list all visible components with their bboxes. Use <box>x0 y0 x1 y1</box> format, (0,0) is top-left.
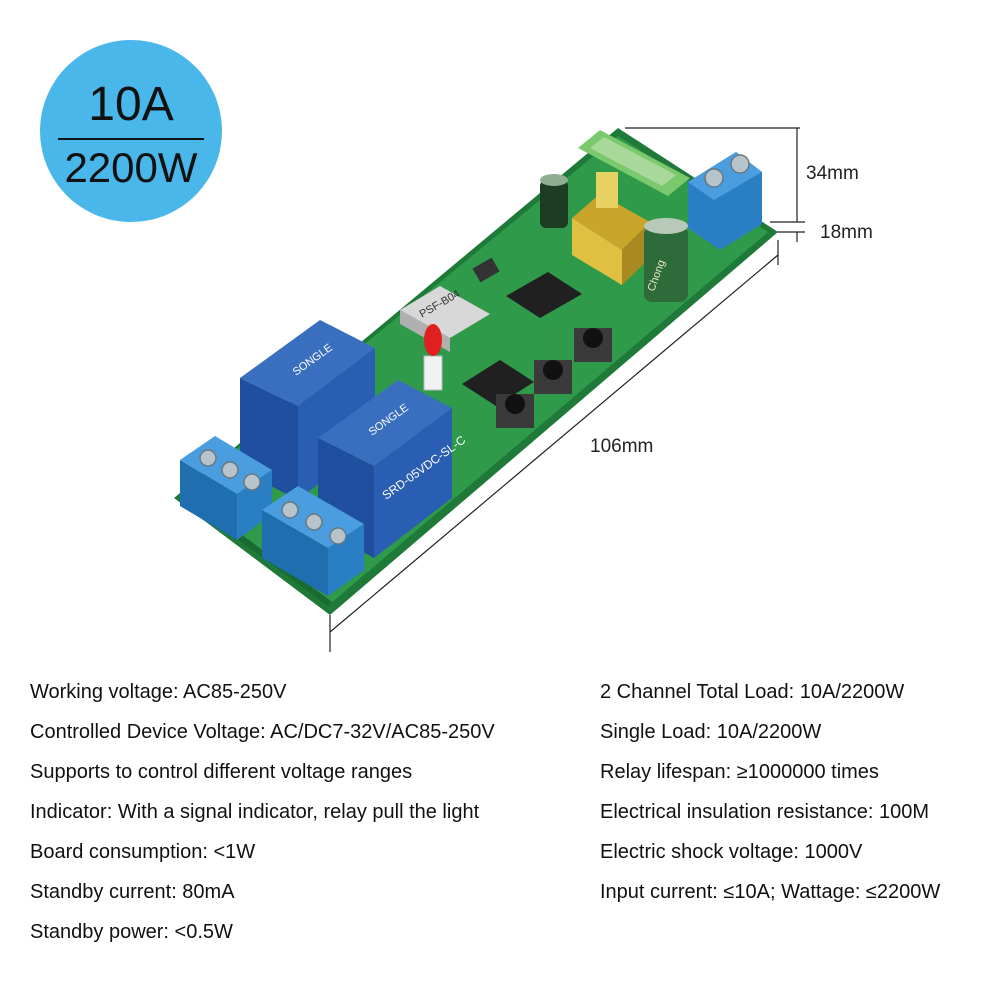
badge-divider <box>58 138 204 140</box>
spec-board-consumption: Board consumption: <1W <box>30 841 256 863</box>
spec-relay-lifespan: Relay lifespan: ≥1000000 times <box>600 761 879 783</box>
output-terminal-1 <box>180 436 272 540</box>
spec-indicator: Indicator: With a signal indicator, rela… <box>30 801 480 823</box>
antenna-module <box>578 130 690 196</box>
indicator-led <box>423 324 443 391</box>
spec-insulation-resistance: Electrical insulation resistance: 100M <box>600 801 930 823</box>
rating-badge: 10A 2200W <box>40 40 222 222</box>
transformer <box>572 172 650 285</box>
push-buttons <box>496 328 612 428</box>
spec-shock-voltage: Electric shock voltage: 1000V <box>600 841 863 863</box>
spec-input-current: Input current: ≤10A; Wattage: ≤2200W <box>600 881 941 903</box>
spec-voltage-ranges: Supports to control different voltage ra… <box>30 761 413 783</box>
spec-working-voltage: Working voltage: AC85-250V <box>30 681 287 703</box>
spec-standby-power: Standby power: <0.5W <box>30 921 233 943</box>
relay-board-illustration: Chong PSF-B04 SONGLE <box>174 127 805 652</box>
ic-chips <box>462 257 582 406</box>
specs-left-column: Working voltage: AC85-250V Controlled De… <box>30 672 495 952</box>
spec-controlled-voltage: Controlled Device Voltage: AC/DC7-32V/AC… <box>30 721 495 743</box>
spec-standby-current: Standby current: 80mA <box>30 881 235 903</box>
badge-power: 2200W <box>64 144 198 191</box>
dimension-length: 106mm <box>590 436 654 457</box>
spec-total-load: 2 Channel Total Load: 10A/2200W <box>600 681 905 703</box>
capacitors: Chong <box>540 174 688 302</box>
dimension-total-height: 34mm <box>806 163 859 184</box>
specs-right-column: 2 Channel Total Load: 10A/2200W Single L… <box>600 672 940 912</box>
badge-current: 10A <box>88 78 174 131</box>
spec-single-load: Single Load: 10A/2200W <box>600 721 822 743</box>
dimension-board-height: 18mm <box>820 222 873 243</box>
output-terminal-2 <box>262 486 364 596</box>
power-input-terminal <box>688 152 762 250</box>
